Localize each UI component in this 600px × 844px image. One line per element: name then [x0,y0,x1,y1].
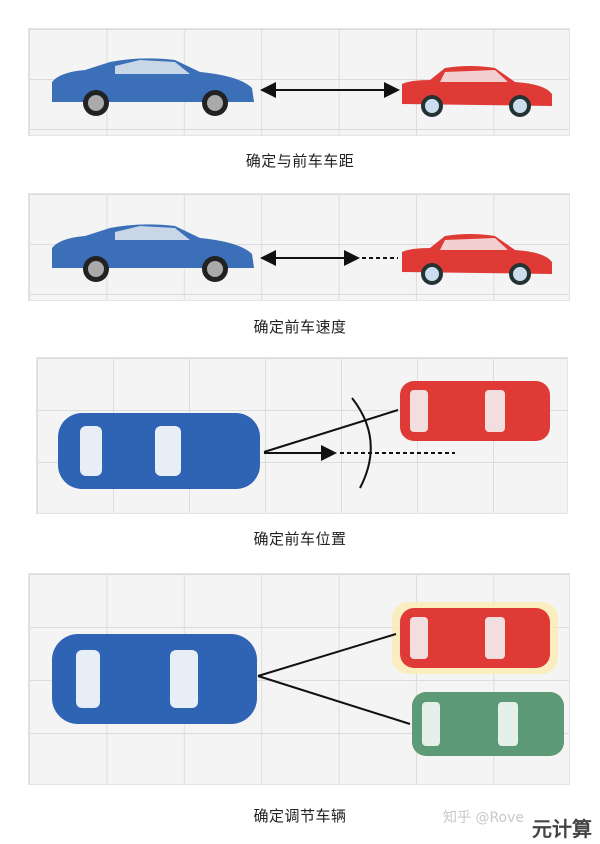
watermark-source: 知乎 @Rove [443,810,525,826]
caption-position: 确定前车位置 [253,530,347,548]
ego-car-top-4 [52,634,257,724]
ego-car-side-2 [52,224,254,282]
lead-car-top-4 [400,608,550,668]
lead-car-side-2 [402,234,552,285]
ego-car-top-3 [58,413,260,489]
caption-distance: 确定与前车车距 [245,152,355,170]
watermark-brand: 元计算 [532,817,592,841]
lead-car-top-3 [400,381,550,441]
caption-target: 确定调节车辆 [253,807,347,825]
lead-car-side-1 [402,66,552,117]
link-line-other [257,675,411,725]
other-car-top-4 [412,692,564,756]
ego-car-side-1 [52,58,254,116]
caption-speed: 确定前车速度 [253,318,347,336]
angle-arc [351,397,372,489]
bearing-line [263,409,399,453]
link-line-lead [257,633,397,677]
